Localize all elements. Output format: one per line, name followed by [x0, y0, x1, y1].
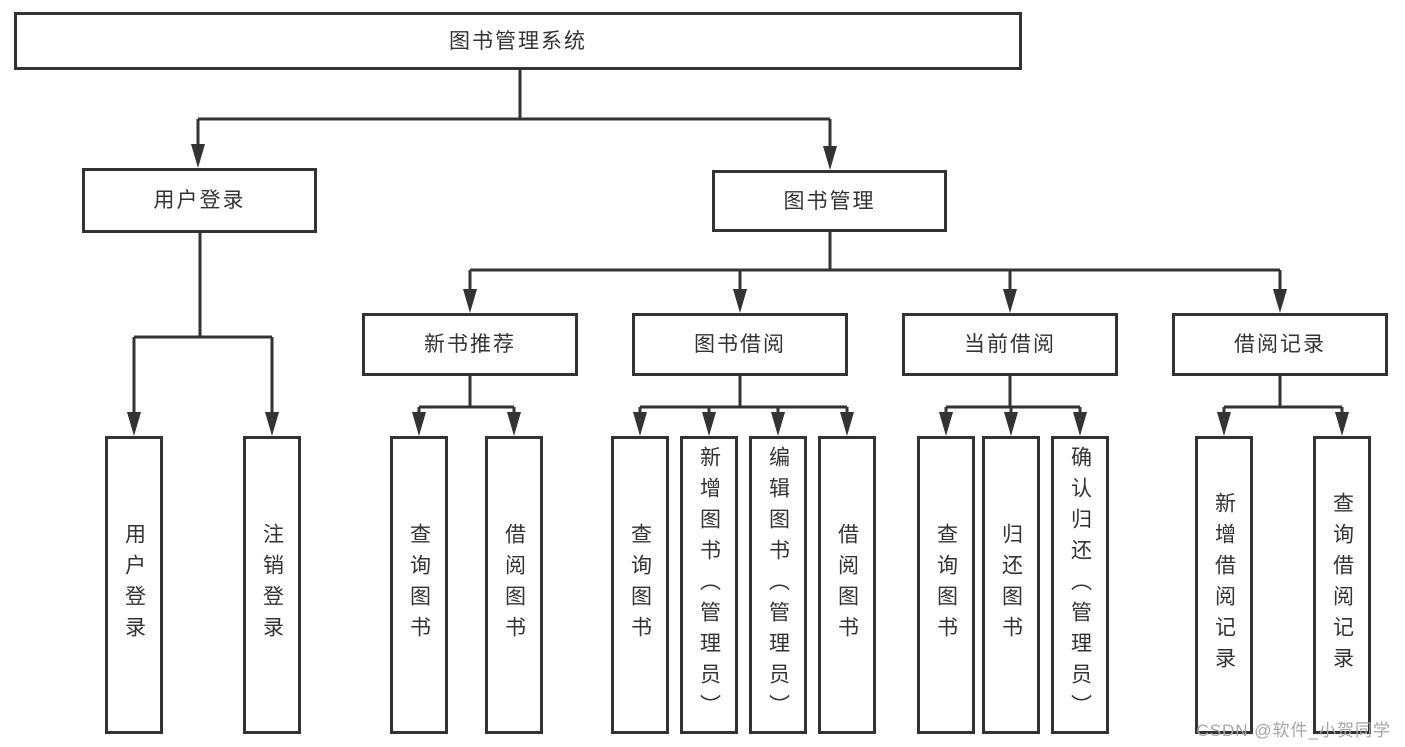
leaf-logout: 注销登录	[243, 436, 301, 734]
node-borrowing-records: 借阅记录	[1172, 313, 1388, 376]
leaf-current-return-books: 归还图书	[982, 436, 1040, 734]
leaf-borrowing-add-books-admin: 新增图书（管理员）	[680, 436, 738, 734]
leaf-records-add-record-label: 新增借阅记录	[1212, 492, 1236, 678]
node-book-management-label: 图书管理	[783, 189, 876, 213]
leaf-logout-label: 注销登录	[260, 523, 284, 647]
node-root-label: 图书管理系统	[449, 29, 587, 53]
leaf-recommend-borrow-books: 借阅图书	[485, 436, 543, 734]
node-book-management: 图书管理	[712, 170, 947, 232]
leaf-borrowing-add-books-admin-label: 新增图书（管理员）	[697, 445, 721, 725]
csdn-watermark: CSDN @软件_小贺同学	[1196, 721, 1391, 740]
leaf-recommend-borrow-books-label: 借阅图书	[502, 523, 526, 647]
leaf-borrowing-query-books-label: 查询图书	[628, 523, 652, 647]
leaf-borrowing-query-books: 查询图书	[611, 436, 669, 734]
node-new-book-recommend-label: 新书推荐	[424, 333, 516, 356]
arrowheads	[127, 144, 1349, 436]
leaf-current-return-books-label: 归还图书	[999, 523, 1023, 647]
leaf-records-add-record: 新增借阅记录	[1195, 436, 1253, 734]
node-user-login-label: 用户登录	[153, 189, 246, 212]
connector-root-branch	[132, 70, 1344, 414]
node-current-borrowing: 当前借阅	[902, 313, 1118, 376]
node-book-borrowing: 图书借阅	[632, 313, 848, 376]
node-user-login: 用户登录	[82, 168, 317, 233]
leaf-recommend-query-books-label: 查询图书	[407, 523, 431, 647]
leaf-user-login-label: 用户登录	[122, 523, 146, 647]
leaf-records-query-record-label: 查询借阅记录	[1330, 492, 1354, 678]
node-book-borrowing-label: 图书借阅	[694, 333, 786, 356]
node-new-book-recommend: 新书推荐	[362, 313, 578, 376]
leaf-current-query-books-label: 查询图书	[934, 523, 958, 647]
leaf-borrowing-edit-books-admin-label: 编辑图书（管理员）	[766, 445, 790, 725]
node-current-borrowing-label: 当前借阅	[964, 333, 1056, 356]
leaf-borrowing-edit-books-admin: 编辑图书（管理员）	[749, 436, 807, 734]
leaf-records-query-record: 查询借阅记录	[1313, 436, 1371, 734]
leaf-user-login: 用户登录	[105, 436, 163, 734]
node-borrowing-records-label: 借阅记录	[1234, 333, 1326, 356]
leaf-recommend-query-books: 查询图书	[390, 436, 448, 734]
leaf-current-confirm-return-admin: 确认归还（管理员）	[1051, 436, 1109, 734]
leaf-borrowing-borrow-books-label: 借阅图书	[835, 523, 859, 647]
node-root-system: 图书管理系统	[14, 12, 1022, 70]
leaf-current-query-books: 查询图书	[917, 436, 975, 734]
leaf-current-confirm-return-admin-label: 确认归还（管理员）	[1068, 445, 1092, 725]
leaf-borrowing-borrow-books: 借阅图书	[818, 436, 876, 734]
